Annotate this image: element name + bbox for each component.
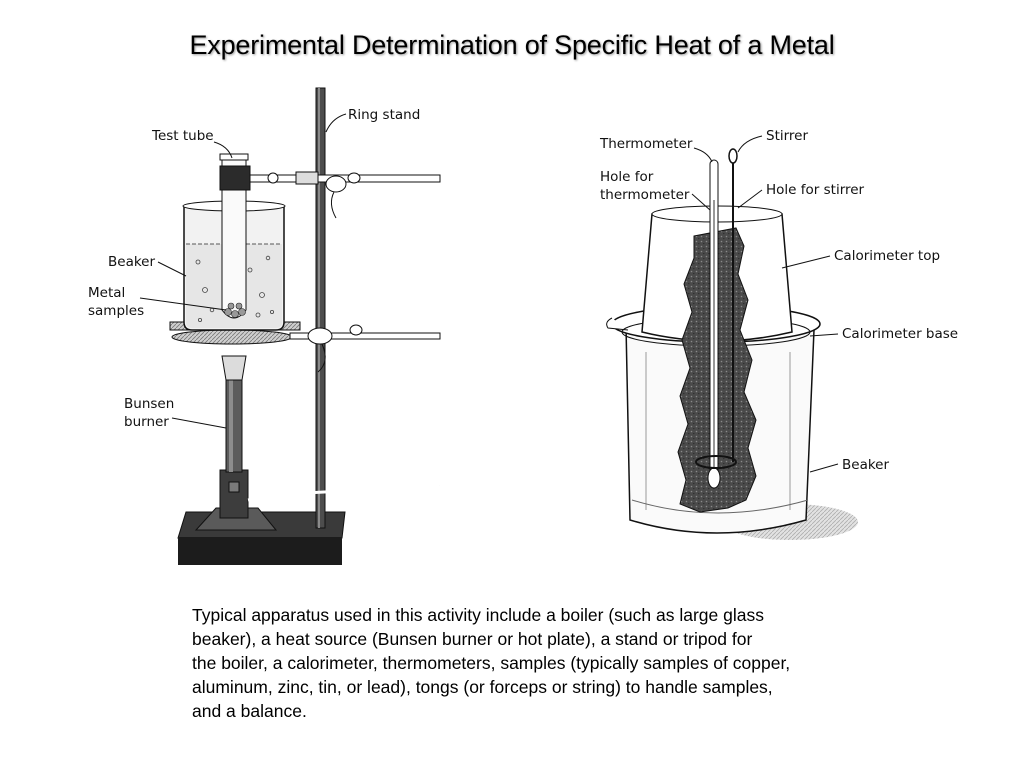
- beaker-label-left: Beaker: [108, 254, 155, 270]
- ring-stand-leader: [325, 113, 347, 133]
- bunsen-leader: [171, 417, 227, 429]
- description-line: and a balance.: [192, 701, 307, 721]
- beaker-leader-right: [809, 463, 839, 473]
- metal-samples-label-line1: Metal: [88, 285, 125, 301]
- bunsen-label-line2: burner: [124, 414, 169, 430]
- ring-stand-label: Ring stand: [348, 107, 420, 123]
- right-labels: Thermometer Stirrer Hole for thermometer…: [599, 128, 958, 473]
- test-tube-clamp: [249, 171, 441, 219]
- calorimeter-base-leader: [809, 333, 839, 337]
- calorimeter-base-label: Calorimeter base: [842, 326, 958, 342]
- metal-samples-leader: [139, 297, 227, 311]
- hole-thermometer-label-line1: Hole for: [600, 169, 654, 185]
- thermometer: [707, 159, 721, 489]
- bunsen-label-line1: Bunsen: [124, 396, 174, 412]
- test-tube-label: Test tube: [151, 128, 214, 144]
- description-paragraph: Typical apparatus used in this activity …: [192, 603, 892, 723]
- beaker-leader-left: [157, 261, 187, 277]
- calorimeter-top-leader: [781, 255, 831, 269]
- description-line: aluminum, zinc, tin, or lead), tongs (or…: [192, 677, 773, 697]
- calorimeter-setup: [606, 148, 858, 540]
- bunsen-burner: [194, 355, 441, 531]
- hole-stirrer-leader: [737, 189, 763, 209]
- ring-support: [171, 324, 441, 373]
- boiler-setup: [169, 87, 441, 565]
- page-title: Experimental Determination of Specific H…: [189, 30, 835, 60]
- hole-thermometer-label-line2: thermometer: [600, 187, 690, 203]
- ring-stand-rod: [315, 87, 326, 529]
- description-line: the boiler, a calorimeter, thermometers,…: [192, 653, 791, 673]
- test-tube-leader: [213, 141, 233, 159]
- hole-thermometer-leader: [691, 193, 711, 211]
- apparatus-diagram: Test tube Ring stand Beaker Metal sample…: [88, 87, 958, 565]
- metal-samples-label-line2: samples: [88, 303, 144, 319]
- stirrer-leader: [737, 135, 763, 153]
- left-labels: Test tube Ring stand Beaker Metal sample…: [88, 107, 420, 430]
- description-line: Typical apparatus used in this activity …: [192, 605, 764, 625]
- stirrer: [695, 148, 738, 469]
- hole-stirrer-label: Hole for stirrer: [766, 182, 865, 198]
- stirrer-label: Stirrer: [766, 128, 808, 144]
- calorimeter-top-label: Calorimeter top: [834, 248, 940, 264]
- thermometer-label: Thermometer: [599, 136, 693, 152]
- test-tube: [219, 153, 251, 319]
- beaker-label-right: Beaker: [842, 457, 889, 473]
- thermometer-leader: [693, 147, 713, 163]
- description-line: beaker), a heat source (Bunsen burner or…: [192, 629, 753, 649]
